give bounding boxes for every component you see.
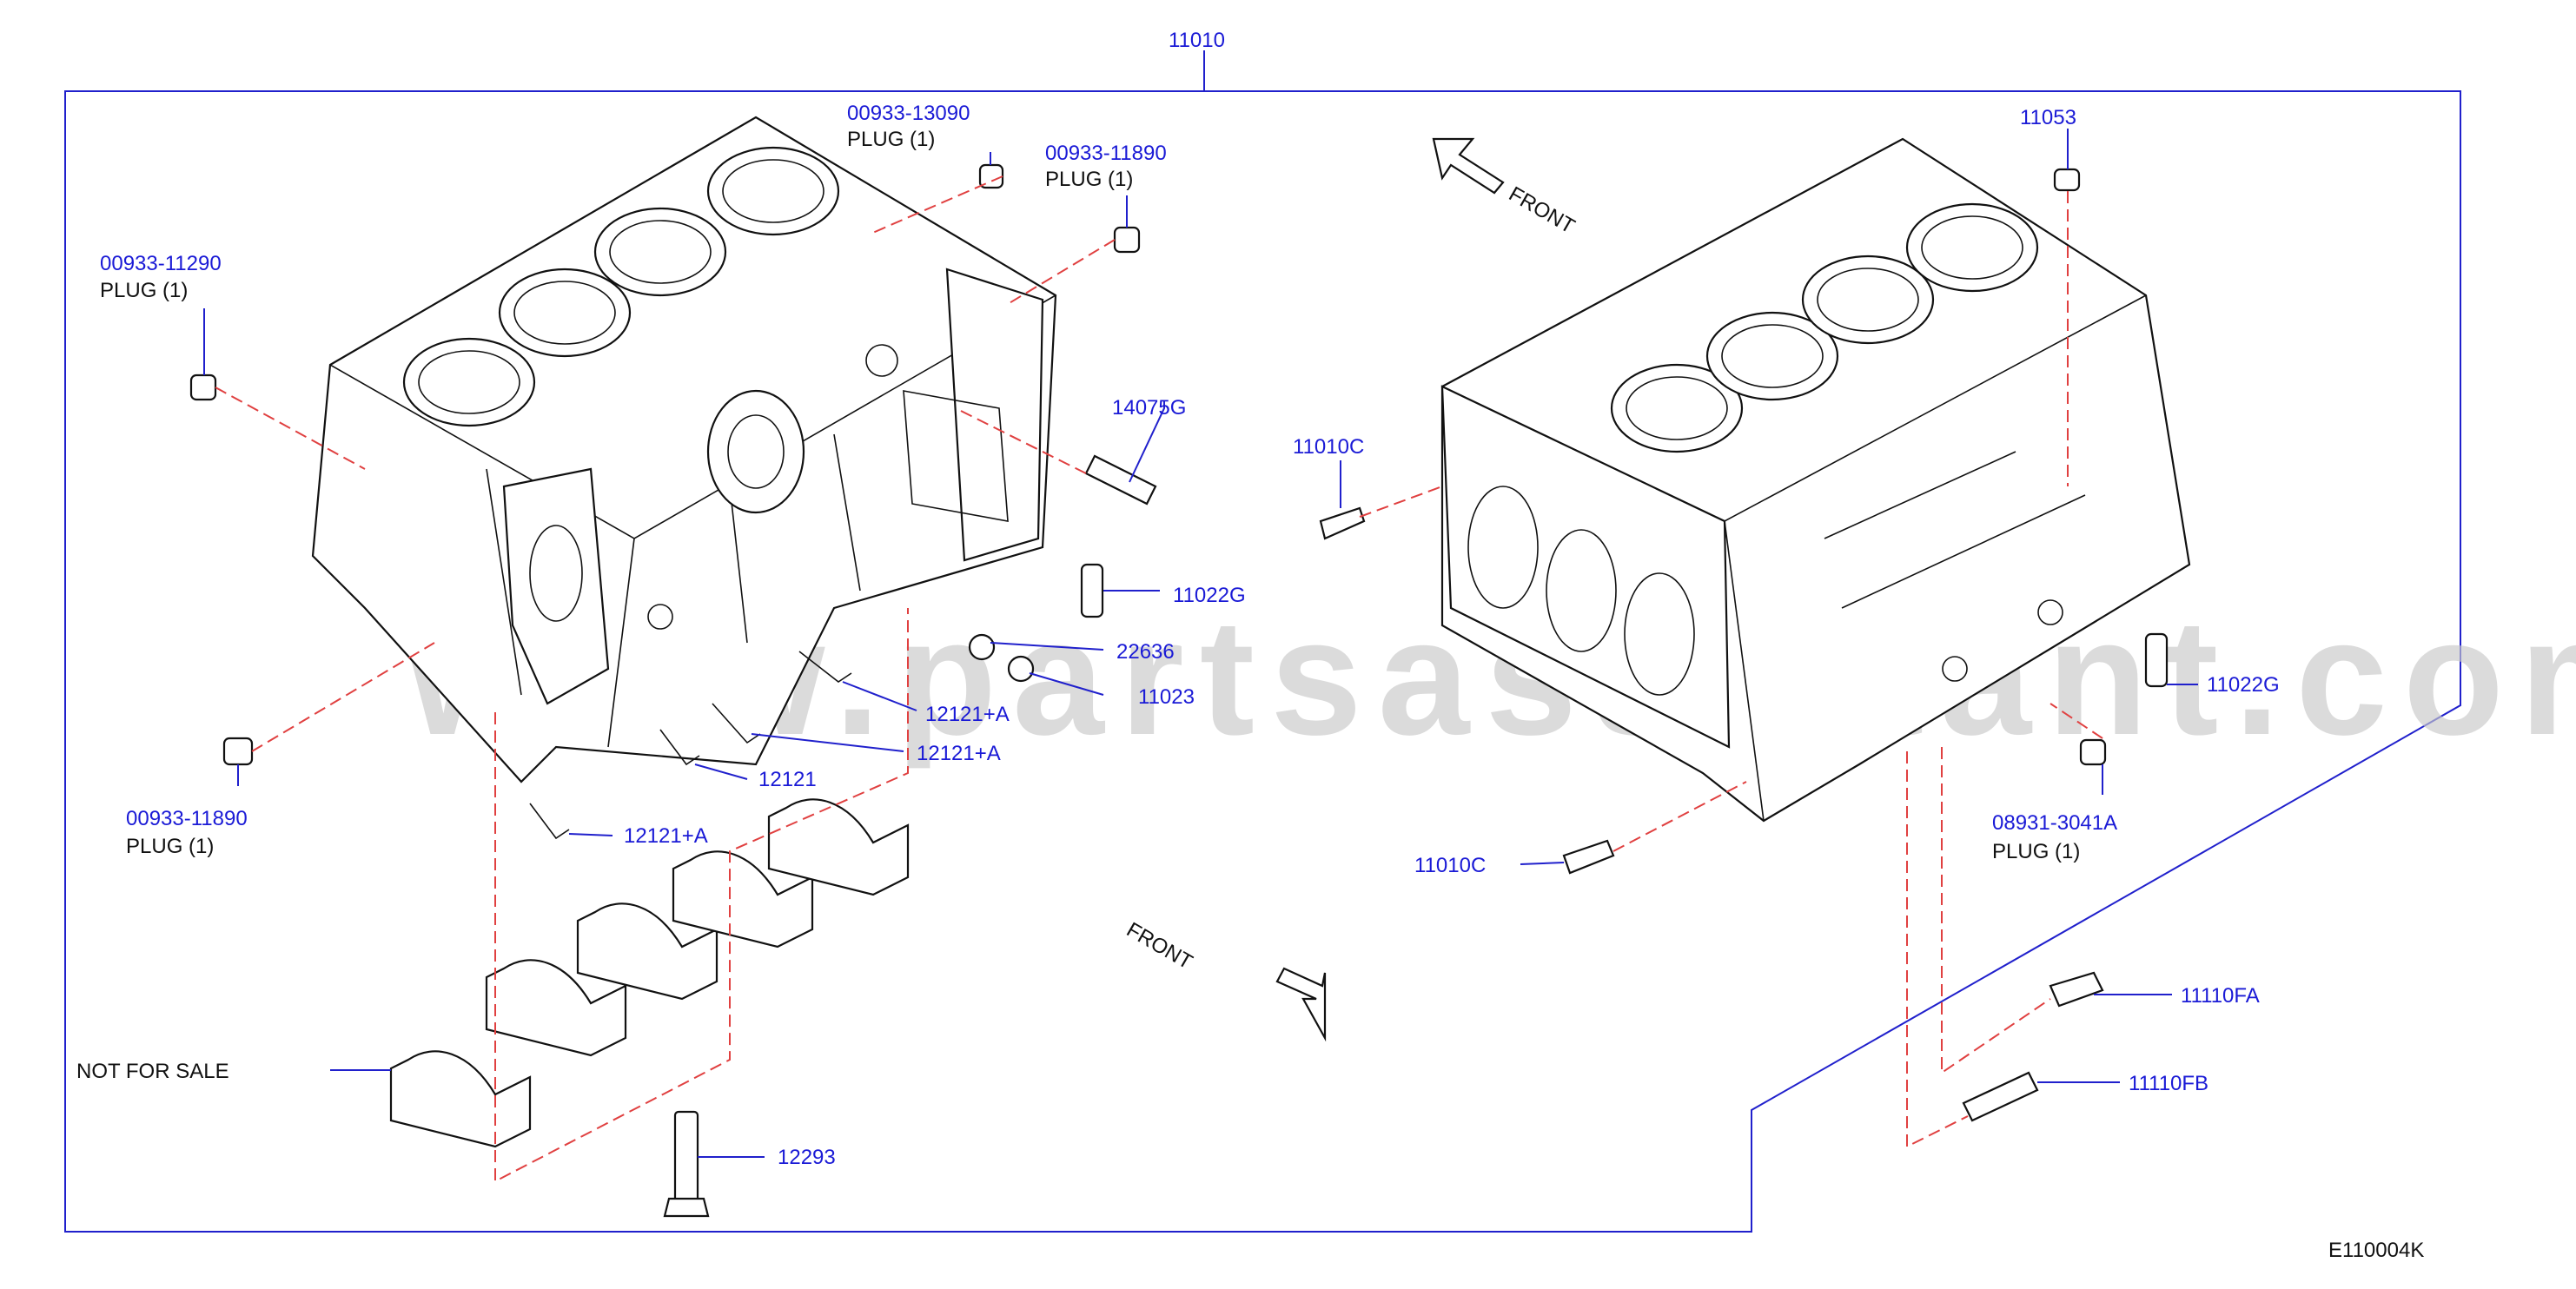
- left-engine-block: [311, 116, 1057, 783]
- assembly-frame: [64, 90, 2461, 1233]
- leader-lines: [203, 129, 2198, 1158]
- label-12121a-2: 12121+A: [917, 742, 1001, 765]
- label-00933-11890b-num: 00933-11890: [126, 807, 248, 830]
- label-08931-desc: PLUG (1): [1992, 840, 2080, 863]
- label-11023: 11023: [1138, 685, 1195, 709]
- label-00933-11890a-num: 00933-11890: [1045, 142, 1167, 165]
- label-11110fa: 11110FA: [2181, 984, 2260, 1008]
- label-22636: 22636: [1116, 640, 1175, 664]
- label-00933-11290-desc: PLUG (1): [100, 279, 188, 302]
- label-12121a-1: 12121+A: [925, 703, 1010, 726]
- label-11022g-right: 11022G: [2207, 673, 2280, 697]
- front-arrow-upper-icon: [1432, 137, 1505, 195]
- label-11022g-left: 11022G: [1173, 584, 1246, 607]
- front-arrow-lower-icon: [1275, 967, 1327, 1042]
- label-00933-11890b-desc: PLUG (1): [126, 835, 214, 858]
- label-front-lower: FRONT: [1122, 918, 1196, 975]
- label-12293: 12293: [778, 1146, 836, 1169]
- guide-lines: [215, 175, 2103, 1183]
- small-parts: [189, 163, 2169, 1218]
- label-00933-11890a-desc: PLUG (1): [1045, 168, 1133, 191]
- label-11053: 11053: [2020, 106, 2076, 129]
- label-front-upper: FRONT: [1505, 182, 1579, 239]
- label-11010c-lower: 11010C: [1414, 854, 1486, 877]
- label-08931-num: 08931-3041A: [1992, 811, 2117, 835]
- diagram-id: E110004K: [2328, 1239, 2424, 1262]
- label-not-for-sale: NOT FOR SALE: [76, 1060, 229, 1083]
- label-11110fb: 11110FB: [2129, 1072, 2208, 1095]
- right-engine-block: [1440, 137, 2191, 823]
- label-00933-13090-desc: PLUG (1): [847, 128, 935, 151]
- main-bearing-caps: [389, 798, 910, 1148]
- label-14075g: 14075G: [1112, 396, 1186, 420]
- label-11010: 11010: [1169, 29, 1225, 52]
- label-11010c-upper: 11010C: [1293, 435, 1364, 459]
- label-12121a-3: 12121+A: [624, 824, 708, 848]
- label-00933-11290-num: 00933-11290: [100, 252, 222, 275]
- label-12121: 12121: [758, 768, 817, 791]
- label-00933-13090-num: 00933-13090: [847, 102, 970, 125]
